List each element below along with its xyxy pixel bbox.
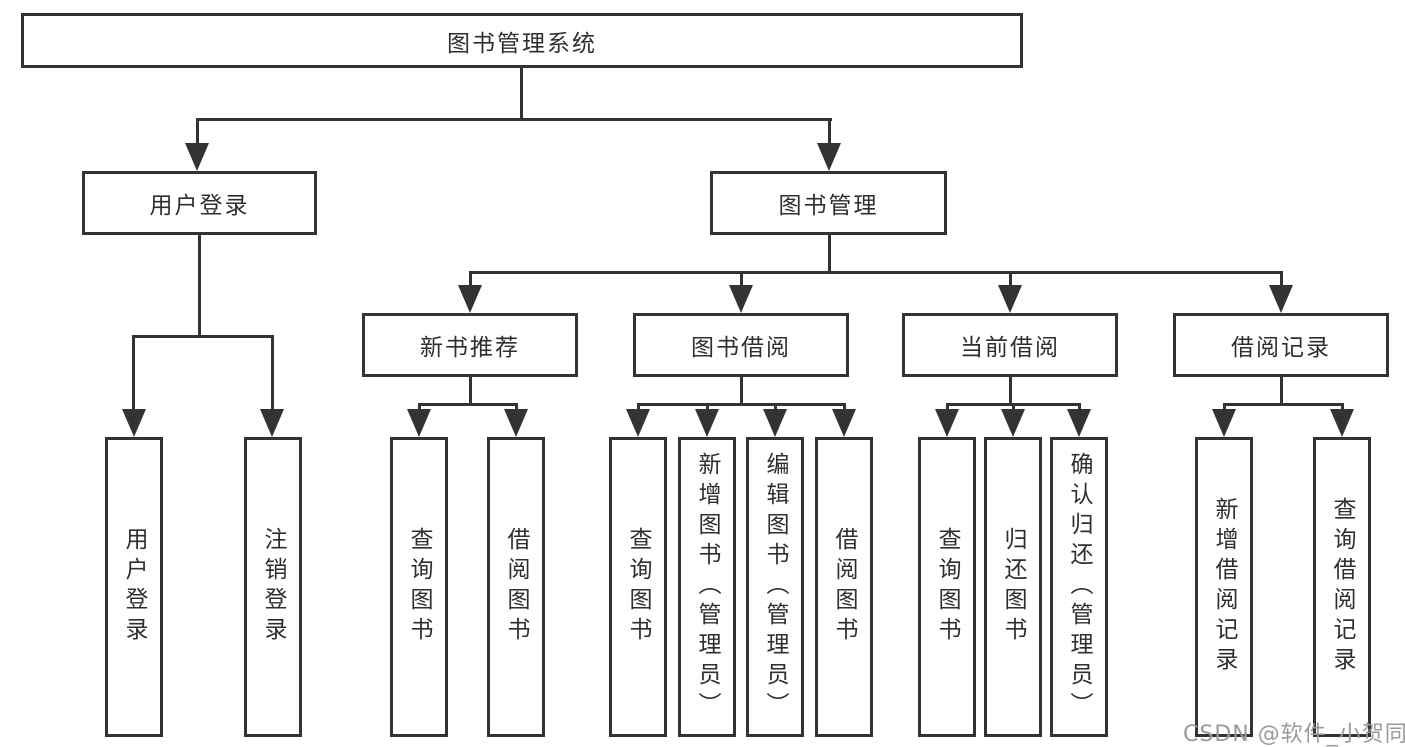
- connector-line: [1280, 271, 1283, 291]
- connector-line: [469, 377, 472, 403]
- leaf-borrow-books-recommend: 借阅图书: [487, 437, 545, 737]
- connector-line: [198, 235, 201, 335]
- connector-line: [469, 271, 472, 291]
- leaf-query-books-current: 查询图书: [918, 437, 976, 737]
- arrow-down-icon: [1067, 409, 1091, 437]
- connector-line: [1009, 271, 1012, 291]
- leaf-edit-book-admin: 编辑图书（管理员）: [746, 437, 804, 737]
- connector-line: [418, 403, 518, 406]
- node-root: 图书管理系统: [21, 13, 1023, 68]
- node-book-borrowing: 图书借阅: [633, 313, 849, 377]
- arrow-down-icon: [122, 409, 146, 437]
- leaf-user-login: 用户登录: [105, 437, 163, 737]
- connector-line: [740, 377, 743, 403]
- leaf-return-books: 归还图书: [984, 437, 1042, 737]
- arrow-down-icon: [1330, 409, 1354, 437]
- arrow-down-icon: [1212, 409, 1236, 437]
- connector-line: [196, 118, 832, 121]
- connector-line: [132, 335, 135, 410]
- connector-line: [1223, 403, 1344, 406]
- arrow-down-icon: [817, 143, 841, 171]
- leaf-logout: 注销登录: [244, 437, 302, 737]
- arrow-down-icon: [1269, 285, 1293, 313]
- node-new-book-recommendation: 新书推荐: [362, 313, 578, 377]
- node-user-login: 用户登录: [82, 171, 317, 235]
- leaf-query-books-borrowing: 查询图书: [609, 437, 667, 737]
- connector-line: [740, 271, 743, 291]
- leaf-query-books-recommend: 查询图书: [390, 437, 448, 737]
- node-current-borrowing: 当前借阅: [902, 313, 1118, 377]
- leaf-confirm-return-admin: 确认归还（管理员）: [1050, 437, 1108, 737]
- arrow-down-icon: [763, 409, 787, 437]
- arrow-down-icon: [185, 143, 209, 171]
- arrow-down-icon: [832, 409, 856, 437]
- connector-line: [132, 335, 274, 338]
- arrow-down-icon: [458, 285, 482, 313]
- arrow-down-icon: [260, 409, 284, 437]
- connector-line: [1009, 377, 1012, 403]
- arrow-down-icon: [504, 409, 528, 437]
- connector-line: [637, 403, 846, 406]
- arrow-down-icon: [695, 409, 719, 437]
- connector-line: [828, 118, 831, 153]
- node-borrowing-records: 借阅记录: [1173, 313, 1389, 377]
- connector-line: [196, 118, 199, 153]
- connector-line: [469, 271, 1282, 274]
- arrow-down-icon: [1001, 409, 1025, 437]
- connector-line: [520, 68, 523, 118]
- arrow-down-icon: [998, 285, 1022, 313]
- leaf-add-book-admin: 新增图书（管理员）: [678, 437, 736, 737]
- node-book-management: 图书管理: [710, 171, 947, 235]
- arrow-down-icon: [407, 409, 431, 437]
- arrow-down-icon: [626, 409, 650, 437]
- arrow-down-icon: [935, 409, 959, 437]
- leaf-query-borrow-record: 查询借阅记录: [1313, 437, 1371, 737]
- watermark-text: CSDN @软件_小贺同学: [1183, 722, 1405, 747]
- leaf-add-borrow-record: 新增借阅记录: [1195, 437, 1253, 737]
- connector-line: [1280, 377, 1283, 403]
- leaf-borrow-books-borrowing: 借阅图书: [815, 437, 873, 737]
- connector-line: [828, 235, 831, 271]
- connector-line: [271, 335, 274, 410]
- arrow-down-icon: [729, 285, 753, 313]
